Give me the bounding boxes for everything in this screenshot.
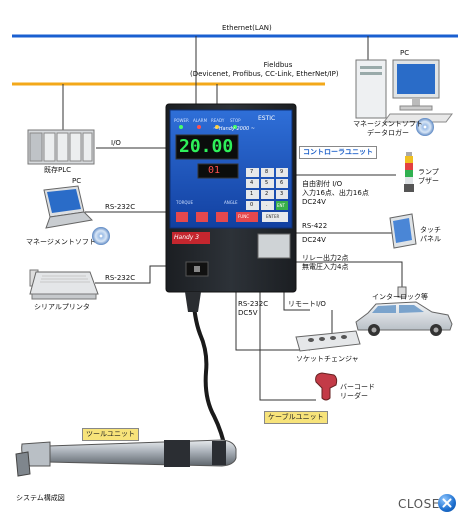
printer-caption: シリアルプリンタ (34, 303, 90, 311)
rs422-power: DC24V (302, 236, 326, 244)
enter-button-label: ENTER (266, 214, 280, 219)
touch-caption-2: パネル (420, 235, 441, 243)
io-spec-2: 入力16点、出力16点 (302, 189, 369, 197)
diagram-caption: システム構成図 (16, 494, 65, 502)
rs232-bottom-label: RS-232C (238, 300, 269, 308)
key-8: 8 (265, 169, 269, 175)
remote-io-label: リモートI/O (288, 300, 326, 308)
close-icon (438, 494, 456, 512)
barcode-reader-device (315, 372, 338, 401)
io-label: I/O (111, 139, 121, 147)
lamp-tower-device (404, 152, 414, 192)
indicator-label-stop: STOP (230, 118, 241, 123)
display-main: 20.00 (179, 136, 234, 157)
fieldbus-protocols: (Devicenet, Profibus, CC-Link, EtherNet/… (190, 70, 339, 78)
mode-label-torque: TORQUE (176, 200, 193, 205)
plc-caption: 既存PLC (44, 166, 72, 174)
io-spec-3: DC24V (302, 198, 326, 206)
key-7: 7 (250, 169, 254, 175)
lamp-caption-1: ランプ (418, 168, 439, 176)
car-device (355, 301, 453, 336)
indicator-label-ready: READY (211, 118, 225, 123)
key-6: 6 (280, 180, 284, 186)
pc-top-label: PC (400, 49, 410, 57)
key-1: 1 (250, 191, 254, 197)
touch-panel-device (389, 213, 417, 249)
key-dot: . (266, 202, 268, 208)
ethernet-label: Ethernet(LAN) (222, 24, 272, 32)
tool-unit-device (15, 292, 237, 477)
rs422-label: RS-422 (302, 222, 328, 230)
socket-changer-caption: ソケットチェンジャ (296, 355, 359, 363)
func-button-label: FUNC (238, 214, 250, 219)
interlock-caption: インターロック等 (372, 293, 428, 301)
lamp-caption-2: ブザー (418, 177, 439, 185)
key-2: 2 (265, 191, 269, 197)
key-ent: ENT (277, 203, 285, 208)
rs232-printer-label: RS-232C (105, 274, 136, 282)
close-button[interactable]: CLOSE (398, 493, 460, 515)
interlock-sensor (397, 286, 407, 298)
close-label: CLOSE (398, 497, 440, 511)
server-pc-device (355, 59, 453, 136)
dc5v-label: DC5V (238, 309, 258, 317)
mode-label-angle: ANGLE (224, 200, 238, 205)
display-sub: 01 (208, 165, 221, 176)
plc-device (27, 129, 95, 165)
function-buttons (176, 212, 288, 222)
io-spec-1: 自由割付 I/O (302, 180, 343, 188)
keypad (246, 168, 288, 210)
printer-device (29, 269, 99, 300)
indicator-leds (179, 125, 237, 129)
cable-unit-callout: ケーブルユニット (264, 411, 328, 424)
indicator-label-alarm: ALARM (193, 118, 208, 123)
pc-top-caption-1: マネージメントソフト (353, 120, 423, 128)
fieldbus-title: Fieldbus (263, 61, 293, 69)
key-4: 4 (250, 180, 254, 186)
key-5: 5 (265, 180, 269, 186)
key-9: 9 (280, 169, 284, 175)
socket-changer-device (295, 330, 361, 352)
touch-caption-1: タッチ (420, 226, 441, 234)
controller-callout: コントローラユニット (299, 146, 377, 159)
relay-spec-1: リレー出力2点 (302, 254, 349, 262)
tool-cable (191, 291, 228, 453)
connection-lines (62, 36, 403, 401)
tool-unit-callout: ツールユニット (82, 428, 139, 441)
controller-unit (165, 103, 297, 293)
rs232-pc-label: RS-232C (105, 203, 136, 211)
controller-brand: ESTIC (258, 115, 276, 122)
pc-left-caption: マネージメントソフト (26, 238, 96, 246)
key-3: 3 (280, 191, 284, 197)
key-0: 0 (250, 202, 254, 208)
pc-left-label: PC (72, 177, 82, 185)
laptop-device (43, 185, 110, 245)
controller-logo: Handy 3 (174, 234, 200, 241)
relay-spec-2: 無電圧入力4点 (302, 263, 349, 271)
controller-model-script: ~ Handy 2000 ~ (213, 126, 255, 132)
barcode-caption-2: リーダー (340, 392, 368, 400)
barcode-caption-1: バーコード (340, 383, 375, 391)
indicator-label-power: POWER (174, 118, 189, 123)
pc-top-caption-2: データロガー (367, 129, 409, 137)
